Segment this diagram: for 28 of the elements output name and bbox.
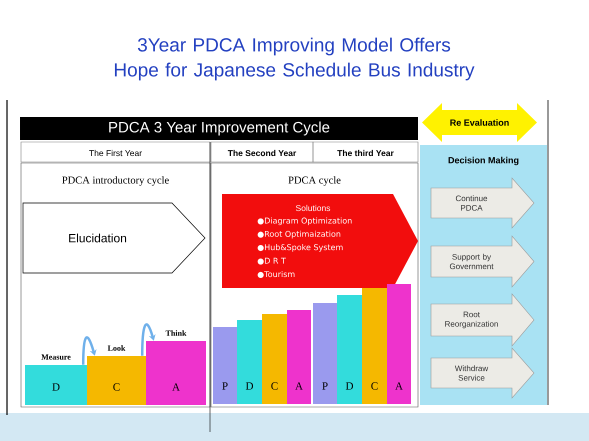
bar: D <box>237 320 262 404</box>
bar: A <box>387 284 411 404</box>
option-block: Root Reorganization <box>430 293 534 347</box>
option-block: Continue PDCA <box>430 177 534 229</box>
title-band: PDCA 3 Year Improvement Cycle <box>20 117 418 140</box>
pentagon-block: Elucidation <box>22 202 206 274</box>
bar-label: Think <box>166 330 186 336</box>
option-block: Withdraw Service <box>430 347 534 399</box>
bar: D <box>337 295 362 404</box>
bar-label: Measure <box>41 354 71 360</box>
bar: C <box>87 356 146 405</box>
option-block: Support by Government <box>430 235 534 288</box>
bar: C <box>362 288 387 404</box>
bar: P <box>213 327 237 404</box>
arrow <box>140 323 156 356</box>
arrow <box>82 336 97 365</box>
bar: P <box>313 303 337 404</box>
bar: A <box>146 341 206 405</box>
bar-label: Look <box>108 345 126 351</box>
title: 3Year PDCA Improving Model Offers Hope for Japanese Schedule Bus Industry <box>114 38 474 80</box>
bar: A <box>287 310 311 404</box>
solutions-block: Solutions ●Diagram Optimization ●Root Optimaization ●Hub&Spoke System ●D R T ●Tourism <box>222 194 418 288</box>
bar: D <box>25 365 87 405</box>
year-header: The third Year <box>312 142 418 162</box>
year-header: The Second Year <box>210 142 314 162</box>
re-evaluation-banner: Re Evaluation <box>422 103 537 142</box>
bar: C <box>262 314 287 404</box>
year-header: The First Year <box>20 142 210 162</box>
